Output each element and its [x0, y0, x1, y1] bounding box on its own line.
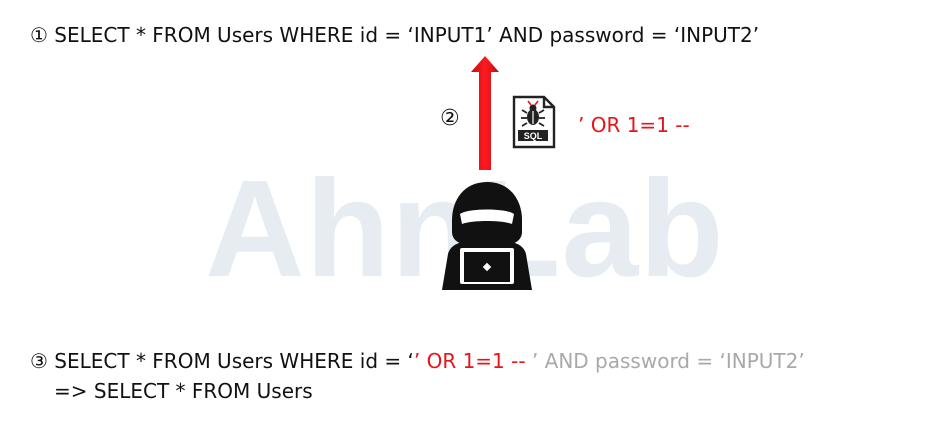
injection-payload: ’ OR 1=1 --	[578, 113, 690, 137]
step1-query: ① SELECT * FROM Users WHERE id = ‘INPUT1…	[30, 22, 759, 48]
step3-commented: ’ AND password = ‘INPUT2’	[531, 349, 805, 373]
step2-number: ②	[440, 106, 460, 131]
step3-injected: ’ OR 1=1 --	[413, 349, 526, 373]
step1-number: ①	[30, 23, 48, 47]
step1-text: SELECT * FROM Users WHERE id = ‘INPUT1’ …	[54, 23, 760, 47]
step3-query: ③ SELECT * FROM Users WHERE id = ‘’ OR 1…	[30, 348, 805, 374]
sql-bug-file-icon: SQL	[512, 95, 556, 149]
sql-icon-label: SQL	[524, 131, 543, 141]
up-arrow-icon	[471, 56, 499, 170]
step3-result: => SELECT * FROM Users	[54, 379, 313, 403]
hacker-laptop-icon	[442, 182, 532, 290]
step3-number: ③	[30, 349, 48, 373]
step3-prefix: SELECT * FROM Users WHERE id = ‘	[54, 349, 414, 373]
